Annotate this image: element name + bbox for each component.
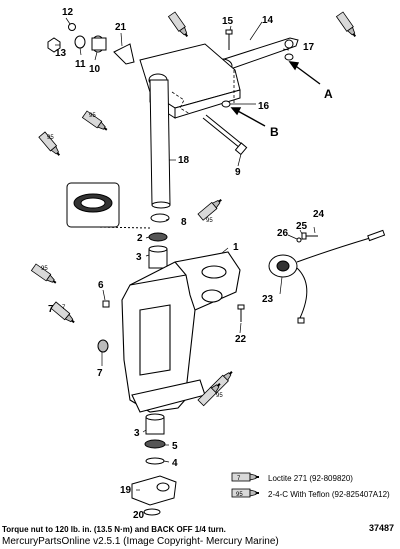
clip-bracket: [113, 43, 135, 65]
callout-9: 9: [235, 167, 241, 178]
figure-number: 37487: [368, 523, 394, 533]
callout-13: 13: [55, 48, 67, 59]
callout-4: 4: [172, 458, 178, 469]
callout-6: 6: [98, 280, 104, 291]
callout-16: 16: [258, 101, 270, 112]
callout-11: 11: [75, 59, 86, 70]
callout-1: 1: [233, 242, 239, 253]
side-fasteners: [97, 300, 110, 353]
callouts: 1 2 3 3 4 5 6 7 7 8 9 10 11 12 13 14 15 …: [48, 7, 333, 521]
tube-labels: 95 95 95 95 7 95: [41, 113, 223, 399]
callout-3: 3: [134, 428, 140, 439]
view-marker-b: B: [270, 125, 279, 139]
callout-23: 23: [262, 294, 274, 305]
screw-22: [237, 304, 245, 322]
tube-mark-95: 95: [41, 266, 48, 272]
legend-loctite-code: 7: [237, 476, 241, 482]
pivot-bolt: [202, 114, 248, 156]
callout-7: 7: [48, 304, 54, 315]
steering-tube: [149, 79, 171, 209]
steering-arm-fasteners: [221, 29, 294, 108]
lower-bushing-stack: [144, 413, 166, 465]
torque-footnote: Torque nut to 120 lb. in. (13.5 N·m) and…: [2, 525, 226, 534]
callout-12: 12: [62, 7, 74, 18]
view-arrows: [230, 61, 321, 127]
callout-18: 18: [178, 155, 190, 166]
callout-26: 26: [277, 228, 289, 239]
callout-7: 7: [97, 368, 103, 379]
legend-teflon-code: 95: [236, 492, 243, 498]
small-parts-top-left: [47, 23, 107, 53]
legend-loctite: 7 Loctite 271 (92-809820): [231, 472, 353, 483]
callout-14: 14: [262, 15, 274, 26]
tube-mark-7: 7: [62, 305, 66, 311]
legend-loctite-label: Loctite 271 (92-809820): [268, 474, 353, 483]
upper-bushing-stack: [148, 213, 170, 269]
trim-sender: [268, 229, 386, 324]
leader-lines: [55, 17, 316, 514]
callout-3: 3: [136, 252, 142, 263]
callout-17: 17: [303, 42, 315, 53]
view-marker-a: A: [324, 87, 333, 101]
copyright-notice: MercuryPartsOnline v2.5.1 (Image Copyrig…: [2, 536, 279, 547]
legend: 7 Loctite 271 (92-809820) 95 2-4-C With …: [231, 472, 390, 499]
tube-mark-95: 95: [216, 393, 223, 399]
swivel-bracket-body: [121, 251, 241, 413]
legend-teflon-label: 2-4-C With Teflon (92-825407A12): [268, 490, 390, 499]
callout-2: 2: [137, 233, 143, 244]
callout-24: 24: [313, 209, 325, 220]
lower-yoke: [131, 475, 177, 516]
callout-5: 5: [172, 441, 178, 452]
legend-teflon: 95 2-4-C With Teflon (92-825407A12): [231, 488, 390, 499]
callout-19: 19: [120, 485, 132, 496]
callout-8: 8: [181, 217, 187, 228]
callout-20: 20: [133, 510, 145, 521]
callout-10: 10: [89, 64, 101, 75]
inset-washer-detail: [66, 182, 151, 229]
callout-15: 15: [222, 16, 234, 27]
callout-21: 21: [115, 22, 127, 33]
callout-25: 25: [296, 221, 308, 232]
tube-mark-95: 95: [206, 218, 213, 224]
callout-22: 22: [235, 334, 247, 345]
dashed-guides: [171, 70, 235, 115]
tube-mark-95: 95: [47, 135, 54, 141]
tube-mark-95: 95: [89, 113, 96, 119]
